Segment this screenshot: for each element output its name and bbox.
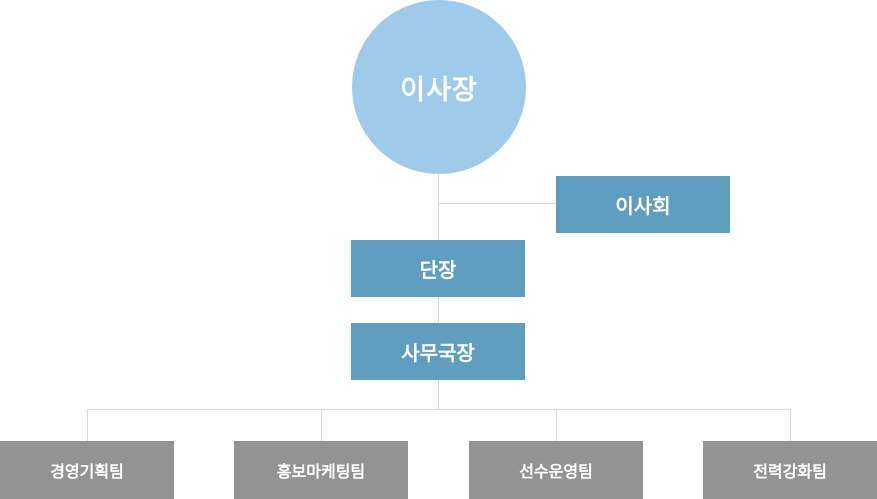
secretary-general-node: 사무국장	[351, 323, 525, 380]
board-node: 이사회	[556, 176, 730, 233]
connector-chairman-to-director	[438, 174, 439, 240]
chairman-node: 이사장	[352, 0, 526, 174]
team-node-marketing: 홍보마케팅팀	[234, 441, 408, 499]
connector-team-4	[790, 409, 791, 441]
connector-director-to-secretary	[438, 296, 439, 323]
team-node-player-ops: 선수운영팀	[469, 441, 643, 499]
connector-teams-horizontal	[87, 409, 791, 410]
connector-team-1	[87, 409, 88, 441]
connector-to-board	[438, 203, 556, 204]
director-node: 단장	[351, 240, 525, 297]
team-node-strengthening: 전력강화팀	[703, 441, 877, 499]
connector-team-3	[556, 409, 557, 441]
team-node-planning: 경영기획팀	[0, 441, 174, 499]
connector-secretary-to-teams	[438, 379, 439, 410]
connector-team-2	[321, 409, 322, 441]
